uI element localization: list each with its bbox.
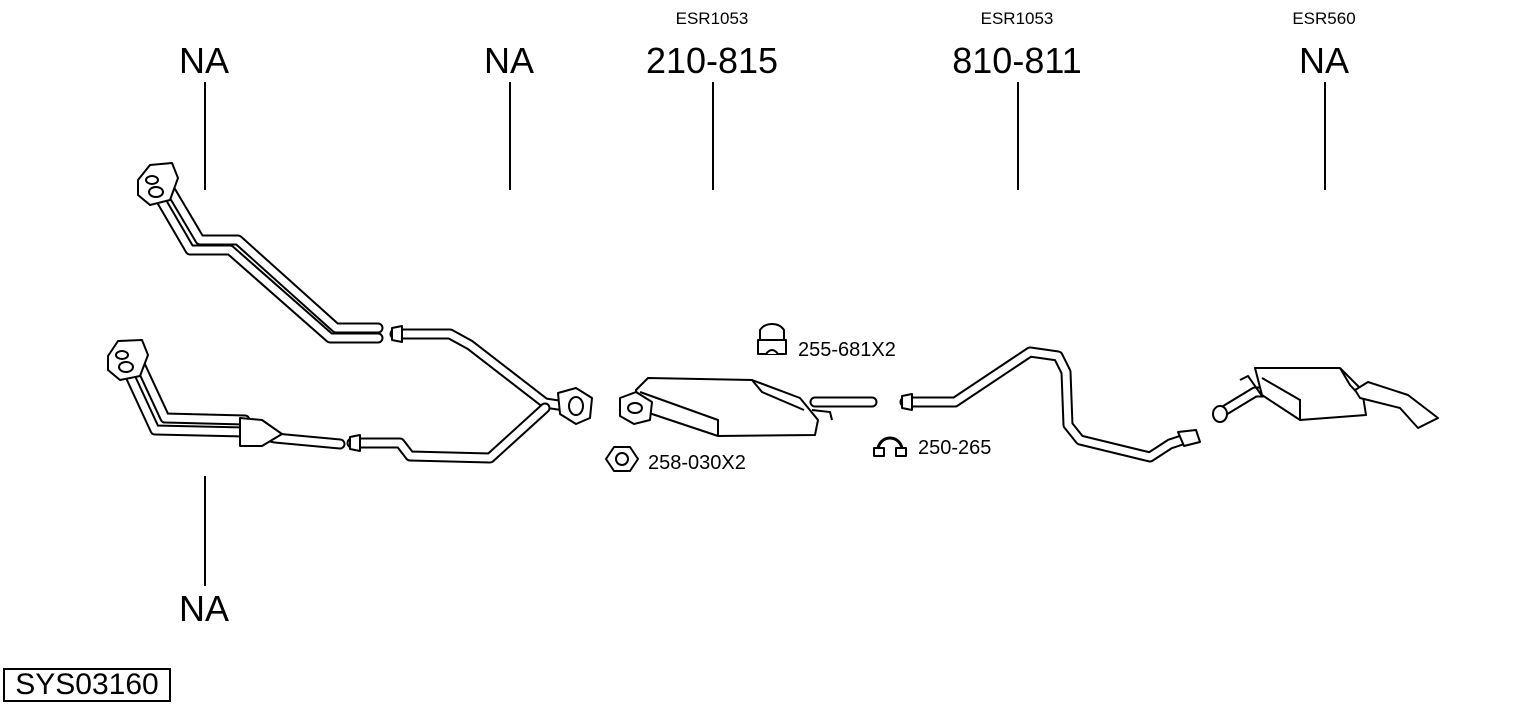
- part-label-center-silencer[interactable]: ESR1053 210-815: [646, 9, 778, 190]
- front-pipe-upper[interactable]: [137, 162, 384, 344]
- part-label-front-pipe-upper[interactable]: NA: [179, 40, 229, 190]
- part-number: NA: [179, 588, 229, 629]
- silencer-body: [635, 377, 819, 437]
- accessory-hex-nut[interactable]: 258-030X2: [605, 446, 746, 474]
- part-label-front-pipe-lower[interactable]: NA: [179, 476, 229, 629]
- part-number: NA: [1299, 40, 1349, 81]
- part-label-rear-pipe[interactable]: ESR1053 810-811: [952, 9, 1082, 190]
- manifold-flange: [137, 162, 179, 206]
- pipe-socket: [349, 434, 361, 452]
- flange-hole: [568, 396, 584, 416]
- flange-hole: [145, 175, 159, 185]
- pipe-clamp-icon: [873, 436, 907, 457]
- part-number: NA: [179, 40, 229, 81]
- inlet-opening: [1212, 405, 1228, 423]
- system-code-box: SYS03160: [3, 668, 171, 702]
- accessory-pipe-clamp[interactable]: 250-265: [873, 436, 991, 459]
- part-number: 810-811: [952, 40, 1081, 81]
- part-reference: ESR1053: [981, 9, 1054, 28]
- accessory-rubber-mount[interactable]: 255-681X2: [757, 323, 896, 361]
- y-junction: [239, 417, 283, 447]
- flange-hole: [627, 402, 643, 414]
- center-silencer[interactable]: [619, 377, 878, 437]
- intermediate-pipe[interactable]: [346, 325, 593, 464]
- pipe-inner: [151, 186, 382, 342]
- hex-nut-icon: [605, 446, 639, 472]
- part-label-rear-silencer[interactable]: ESR560 NA: [1292, 9, 1356, 190]
- part-reference: ESR560: [1292, 9, 1355, 28]
- flange-hole: [148, 186, 164, 198]
- accessory-label: 255-681X2: [798, 339, 896, 361]
- pipe-outer: [162, 180, 384, 334]
- pipe-socket: [901, 393, 913, 411]
- part-label-intermediate-pipe[interactable]: NA: [484, 40, 534, 190]
- front-pipe-lower[interactable]: [107, 339, 346, 450]
- silencer-seam: [751, 379, 805, 411]
- accessory-label: 258-030X2: [648, 452, 746, 474]
- hanger-bracket: [1239, 374, 1263, 397]
- pipe-inner: [164, 182, 382, 332]
- flange-hole: [118, 361, 134, 373]
- rubber-mount-icon: [757, 323, 787, 355]
- rear-pipe[interactable]: [899, 346, 1201, 463]
- hanger-bracket: [811, 409, 833, 421]
- tail-pipe: [1354, 381, 1439, 429]
- flange-hole: [115, 350, 129, 360]
- pipe-socket: [1177, 429, 1201, 447]
- part-reference: ESR1053: [676, 9, 749, 28]
- pipe-inner: [901, 348, 1192, 461]
- pipe-inner: [134, 356, 249, 424]
- silencer-seam: [639, 391, 719, 436]
- part-number: 210-815: [646, 40, 778, 81]
- pipe-inner: [391, 330, 569, 410]
- pipe-inner: [348, 404, 549, 462]
- part-number: NA: [484, 40, 534, 81]
- silencer-seam: [1261, 377, 1301, 420]
- accessory-label: 250-265: [918, 437, 991, 459]
- pipe-socket: [391, 325, 403, 343]
- silencer-body: [1254, 367, 1367, 421]
- manifold-flange: [107, 339, 149, 381]
- rear-silencer[interactable]: [1212, 367, 1439, 429]
